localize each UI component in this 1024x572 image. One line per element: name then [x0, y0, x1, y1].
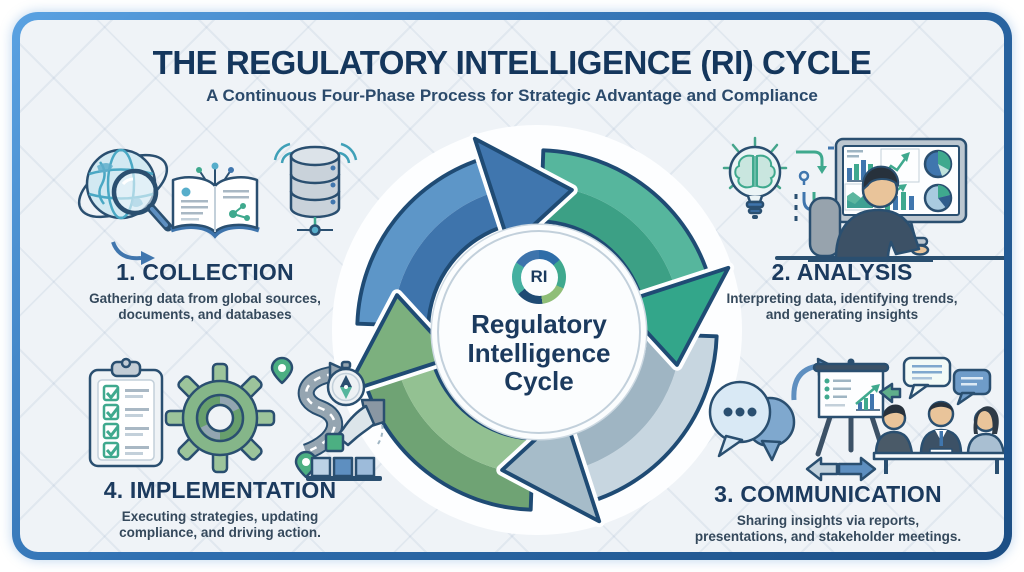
- analyst-icon: [808, 165, 933, 262]
- open-book-icon: [170, 162, 260, 239]
- phase-implementation: 4. IMPLEMENTATION Executing strategies, …: [60, 477, 380, 542]
- cycle-center-badge: RI Regulatory Intelligence Cycle: [437, 230, 641, 434]
- phase-communication-heading: 3. COMMUNICATION: [714, 481, 942, 507]
- hand-stacking-blocks-icon: [306, 398, 386, 481]
- phase-implementation-heading: 4. IMPLEMENTATION: [103, 477, 337, 503]
- cycle-arrowhead-analysis: [614, 261, 735, 371]
- phase-analysis-description: Interpreting data, identifying trends, a…: [726, 291, 958, 323]
- cycle-center-label: Regulatory Intelligence Cycle: [467, 309, 611, 397]
- globe-search-icon: [77, 148, 173, 232]
- page-title: THE REGULATORY INTELLIGENCE (RI) CYCLE: [152, 44, 872, 81]
- infographic-background: THE REGULATORY INTELLIGENCE (RI) CYCLE A…: [20, 20, 1004, 552]
- phase-collection: 1. COLLECTION Gathering data from global…: [50, 259, 360, 324]
- cycle-arrowhead-collection: [468, 132, 578, 253]
- lightbulb-brain-icon: [722, 136, 788, 219]
- database-icon: [273, 142, 358, 236]
- cycle-diagram: RI Regulatory Intelligence Cycle: [331, 124, 743, 536]
- phase-analysis: 2. ANALYSIS Interpreting data, identifyi…: [692, 259, 992, 324]
- cycle-arrowhead-communication: [496, 407, 606, 528]
- phase-communication: 3. COMMUNICATION Sharing insights via re…: [668, 481, 988, 546]
- stakeholder-meeting-icon: [872, 356, 1004, 474]
- cycle-arrows: [331, 124, 743, 536]
- border-frame: THE REGULATORY INTELLIGENCE (RI) CYCLE A…: [12, 12, 1012, 560]
- cycle-arc-implementation: [358, 354, 540, 516]
- page-subtitle: A Continuous Four-Phase Process for Stra…: [206, 86, 818, 105]
- analysis-icons: [720, 132, 1004, 270]
- ri-logo-text: RI: [520, 258, 558, 296]
- connector-arrow-icon: [111, 241, 155, 265]
- speech-bubbles-icon: [708, 380, 796, 462]
- collection-icons: [75, 132, 363, 274]
- phase-analysis-heading: 2. ANALYSIS: [771, 259, 913, 285]
- phase-collection-heading: 1. COLLECTION: [116, 259, 294, 285]
- phase-communication-description: Sharing insights via reports, presentati…: [694, 513, 962, 545]
- phase-collection-description: Gathering data from global sources, docu…: [89, 291, 321, 323]
- phase-implementation-description: Executing strategies, updating complianc…: [119, 509, 321, 541]
- checklist-clipboard-icon: [88, 357, 164, 468]
- exchange-arrows-icon: [805, 456, 877, 482]
- cycle-arrowhead-implementation: [339, 289, 460, 399]
- compass-icon: [326, 360, 366, 407]
- implementation-icons: [78, 356, 386, 484]
- ri-logo-icon: RI: [512, 250, 566, 304]
- gear-icon: [164, 362, 276, 474]
- cycle-arc-analysis: [534, 144, 716, 306]
- communication-icons: [706, 356, 1004, 484]
- header: THE REGULATORY INTELLIGENCE (RI) CYCLE A…: [20, 44, 1004, 106]
